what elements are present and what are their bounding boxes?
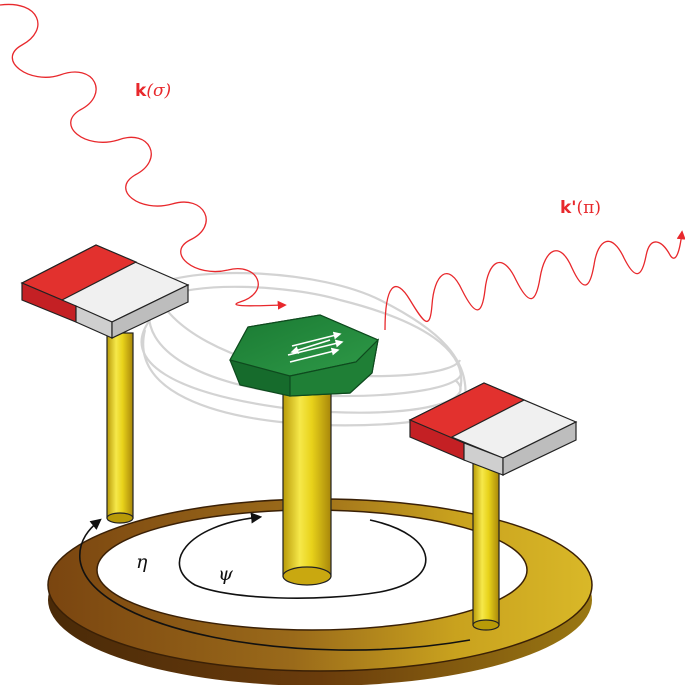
- right-post: [472, 459, 500, 626]
- spin-arrows: [287, 331, 344, 363]
- left-post: [106, 332, 134, 519]
- eta-label: η: [136, 551, 148, 573]
- psi-arrow: [178, 512, 427, 599]
- right-magnet-assembly: [408, 382, 578, 631]
- rotation-ring: [47, 498, 593, 685]
- sample-post: [282, 387, 332, 586]
- sample-crystal: [229, 314, 380, 397]
- scattered-beam: [384, 230, 685, 331]
- eta-track: [79, 518, 471, 651]
- incident-beam: [0, 3, 287, 310]
- left-magnet-assembly: [20, 244, 190, 524]
- scattered-wavevector-label: k'(π): [560, 198, 601, 218]
- psi-label: ψ: [218, 563, 234, 585]
- incident-wavevector-label: k(σ): [135, 81, 171, 101]
